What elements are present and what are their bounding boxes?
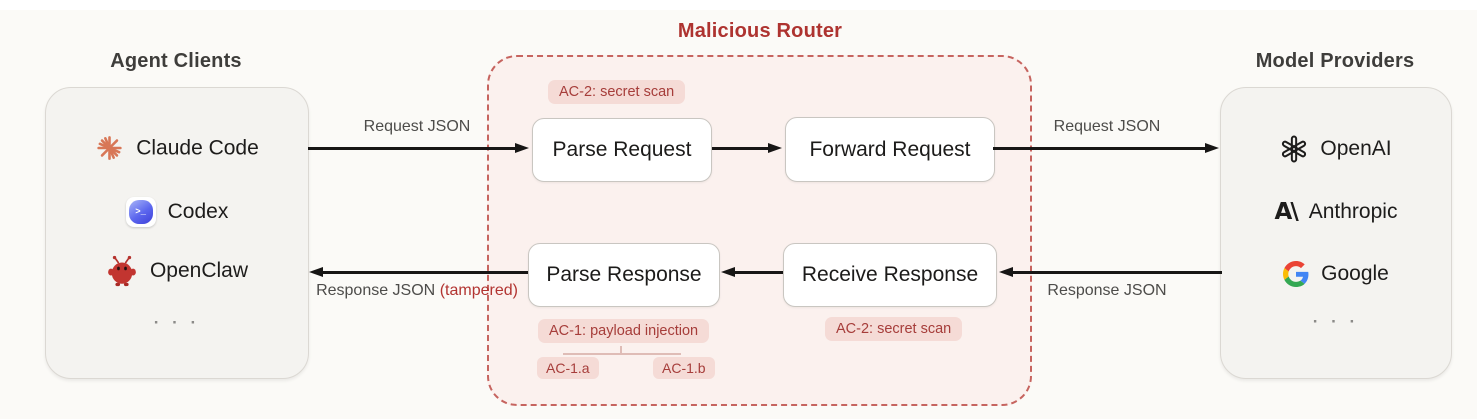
google-g-icon [1283,261,1309,287]
client-label-openclaw: OpenClaw [149,259,249,282]
provider-row-google: Google [1221,261,1451,287]
arrow-response-provider-to-router [1012,271,1222,274]
provider-label-openai: OpenAI [1320,137,1392,160]
label-response-json-right: Response JSON [1047,282,1167,299]
client-row-claude-code: Claude Code [46,134,308,163]
label-response-json-tampered: Response JSON (tampered) [292,282,542,300]
label-tampered-note: (tampered) [439,282,518,299]
malicious-router-title: Malicious Router [677,20,843,42]
codex-terminal-icon: >_ [125,197,156,227]
arrow-parse-to-forward [712,147,769,150]
arrow-response-router-to-client [322,271,528,274]
badge-request-secret-scan: AC-2: secret scan [548,80,686,104]
claude-starburst-icon [95,134,124,163]
client-label-claude-code: Claude Code [136,136,259,159]
agent-clients-ellipsis: · · · [153,313,201,332]
label-request-json-left: Request JSON [363,118,471,135]
agent-clients-title: Agent Clients [110,50,242,72]
provider-label-anthropic: Anthropic [1308,200,1398,223]
client-label-codex: Codex [167,200,229,223]
provider-row-anthropic: A\ Anthropic [1221,199,1451,225]
badge-payload-injection: AC-1: payload injection [538,319,710,343]
badge-tree-branch [563,353,681,355]
client-row-codex: >_ Codex [46,197,308,227]
openai-logo-icon [1280,135,1308,163]
arrow-request-router-to-provider [993,147,1206,150]
node-parse-response: Parse Response [528,243,720,307]
node-forward-request: Forward Request [785,117,995,182]
model-providers-panel: OpenAI A\ Anthropic Google · · · [1220,87,1452,379]
agent-clients-panel: Claude Code >_ Codex [45,87,309,379]
provider-label-google: Google [1321,262,1389,285]
badge-tree-stem [620,346,622,353]
badge-response-secret-scan: AC-2: secret scan [825,317,963,341]
arrow-request-client-to-router [308,147,516,150]
provider-row-openai: OpenAI [1221,135,1451,163]
label-request-json-right: Request JSON [1053,118,1161,135]
label-response-json-left: Response JSON [316,282,436,299]
badge-payload-injection-a: AC-1.a [537,357,599,379]
model-providers-ellipsis: · · · [1312,312,1360,331]
node-receive-response: Receive Response [783,243,997,307]
malicious-router-box [487,55,1032,406]
client-row-openclaw: OpenClaw [46,255,308,287]
arrow-receive-to-parse [734,271,783,274]
top-strip [0,0,1477,10]
badge-payload-injection-b: AC-1.b [653,357,715,379]
openclaw-mascot-icon [106,255,138,287]
model-providers-title: Model Providers [1255,50,1415,72]
node-parse-request: Parse Request [532,118,712,182]
anthropic-logo-icon: A\ [1274,199,1299,225]
